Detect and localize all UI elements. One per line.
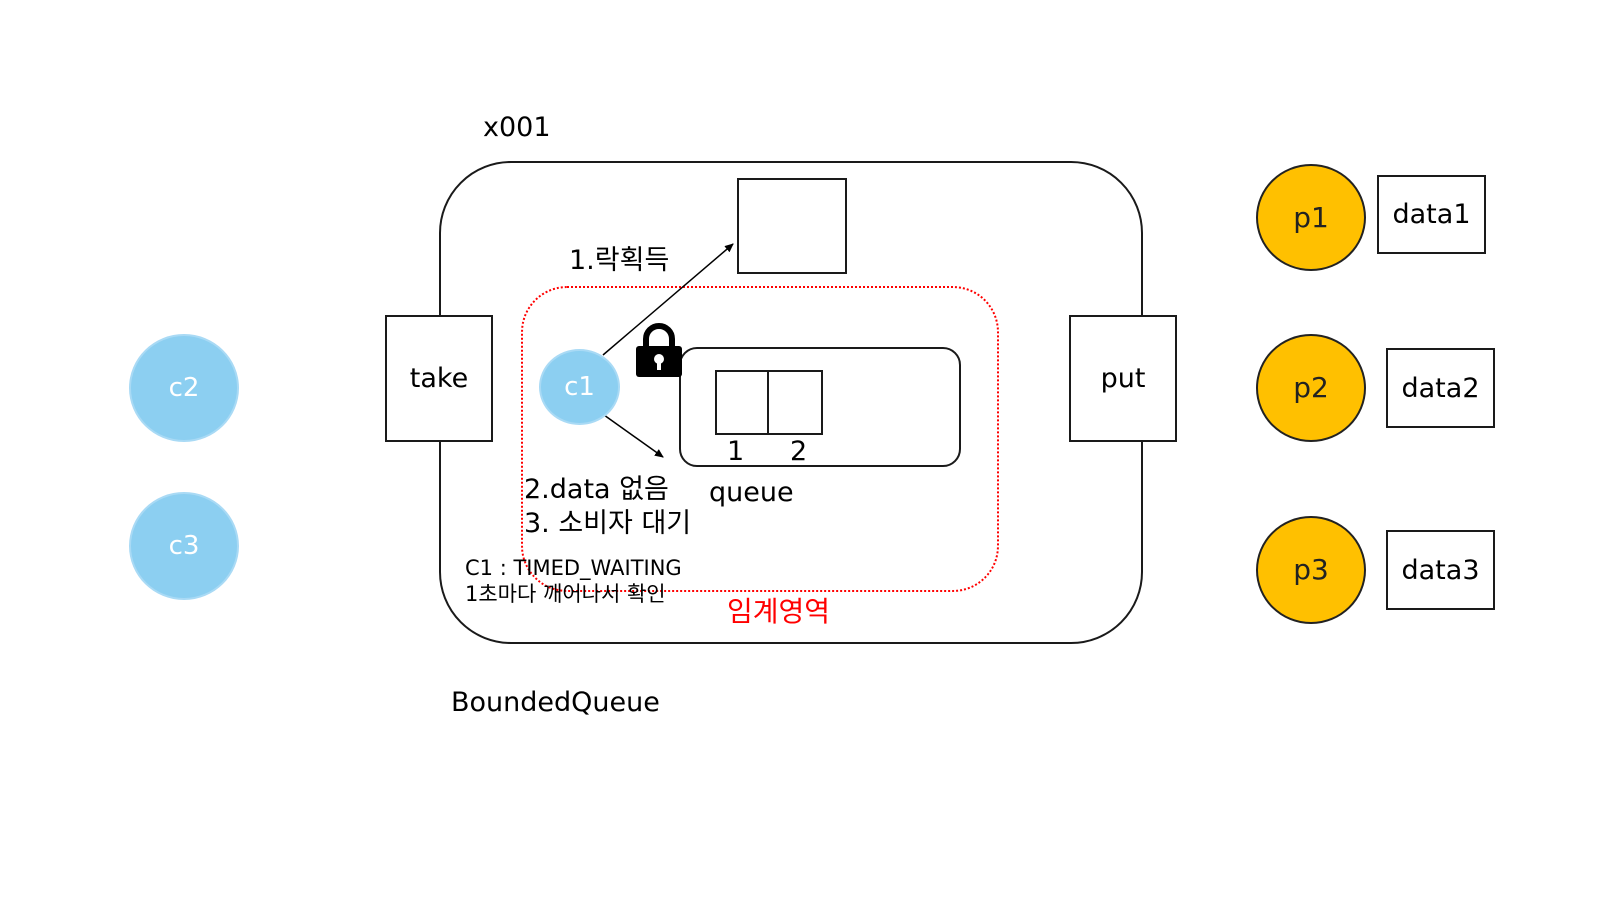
producer-p3-label: p3	[1293, 553, 1329, 586]
consumer-c3-label: c3	[168, 531, 200, 561]
consumer-c2-label: c2	[168, 373, 200, 403]
queue-slot-1-label: 1	[727, 436, 745, 467]
put-method-box: put	[1069, 315, 1177, 442]
take-method-box: take	[385, 315, 493, 442]
monitor-name-label: BoundedQueue	[451, 687, 660, 718]
producer-p2: p2	[1256, 334, 1366, 442]
producer-p1: p1	[1256, 164, 1366, 271]
queue-slot-2-label: 2	[790, 436, 808, 467]
step2-label: 2.data 없음	[524, 474, 669, 505]
put-label: put	[1100, 363, 1146, 394]
producer-p3-data-label: data3	[1401, 554, 1480, 586]
critical-section-area	[521, 286, 999, 592]
consumer-c1: c1	[539, 349, 620, 425]
producer-p2-label: p2	[1293, 371, 1329, 404]
lock-icon	[636, 323, 682, 377]
producer-p2-data-label: data2	[1401, 372, 1480, 404]
producer-p3-data: data3	[1386, 530, 1495, 610]
arrow-to-queue	[603, 414, 664, 458]
producer-p1-label: p1	[1293, 200, 1329, 234]
status-line2: 1초마다 깨어나서 확인	[465, 582, 666, 606]
step1-label: 1.락획득	[569, 245, 670, 276]
lock-slot-box	[737, 178, 847, 274]
step3-label: 3. 소비자 대기	[524, 508, 692, 539]
producer-p3: p3	[1256, 516, 1366, 624]
arrow-to-lock	[602, 243, 734, 356]
consumer-c3: c3	[129, 492, 239, 600]
producer-p1-data: data1	[1377, 175, 1486, 254]
consumer-c1-label: c1	[564, 372, 595, 402]
queue-label: queue	[709, 477, 794, 508]
critical-section-label: 임계영역	[727, 595, 831, 628]
producer-p2-data: data2	[1386, 348, 1495, 428]
consumer-c2: c2	[129, 334, 239, 442]
take-label: take	[409, 363, 469, 394]
monitor-id-label: x001	[483, 112, 551, 143]
producer-p1-data-label: data1	[1392, 199, 1471, 230]
status-line1: C1 : TIMED_WAITING	[465, 556, 682, 580]
queue-slot-2	[767, 370, 823, 435]
